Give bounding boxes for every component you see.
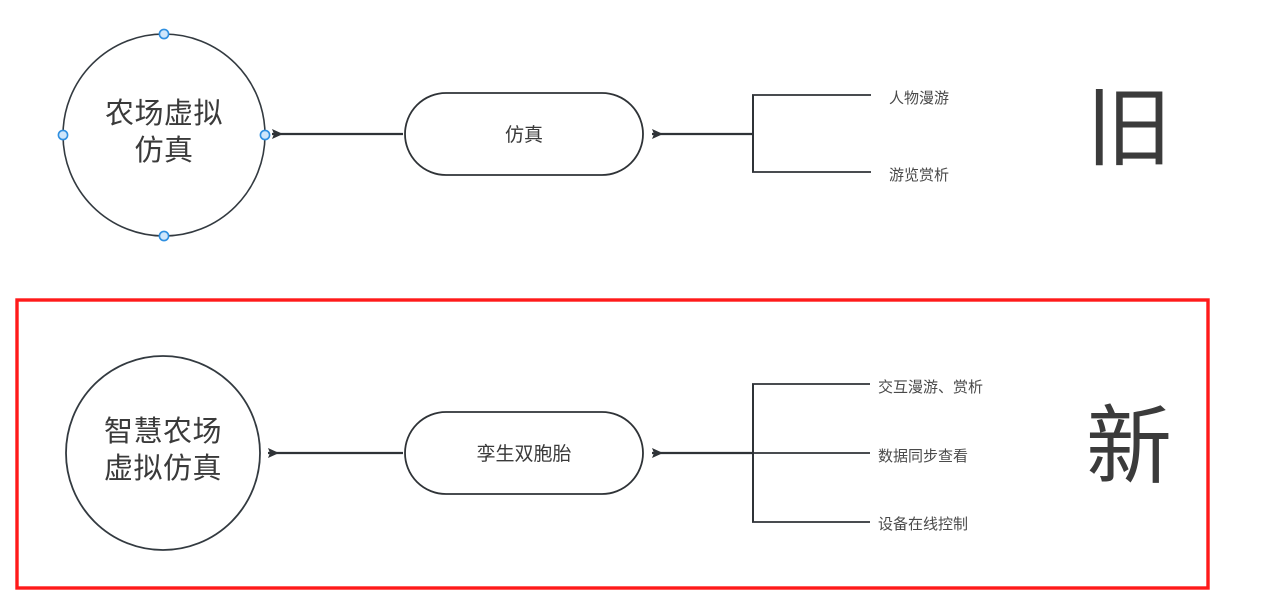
old-circle-handle-right[interactable] — [259, 129, 271, 141]
old-branch-label-1: 人物漫游 — [889, 90, 950, 107]
new-era-label: 新 — [1086, 399, 1172, 495]
old-branch-label-2: 游览赏析 — [889, 167, 950, 184]
old-box-node[interactable] — [404, 92, 644, 176]
new-branch-label-1: 交互漫游、赏析 — [878, 379, 984, 396]
new-branch-label-3: 设备在线控制 — [878, 516, 969, 533]
new-section-highlight-border — [15, 298, 1210, 590]
old-section-group — [57, 28, 871, 242]
old-circle-handle-left[interactable] — [57, 129, 69, 141]
new-branch-label-2: 数据同步查看 — [878, 448, 969, 465]
new-circle-node[interactable] — [65, 355, 261, 551]
new-section-group — [65, 355, 870, 551]
old-circle-node[interactable] — [62, 33, 266, 237]
old-era-label: 旧 — [1086, 81, 1172, 177]
old-circle-handle-bottom[interactable] — [158, 230, 170, 242]
old-circle-handle-top[interactable] — [158, 28, 170, 40]
new-box-node[interactable] — [404, 411, 644, 495]
